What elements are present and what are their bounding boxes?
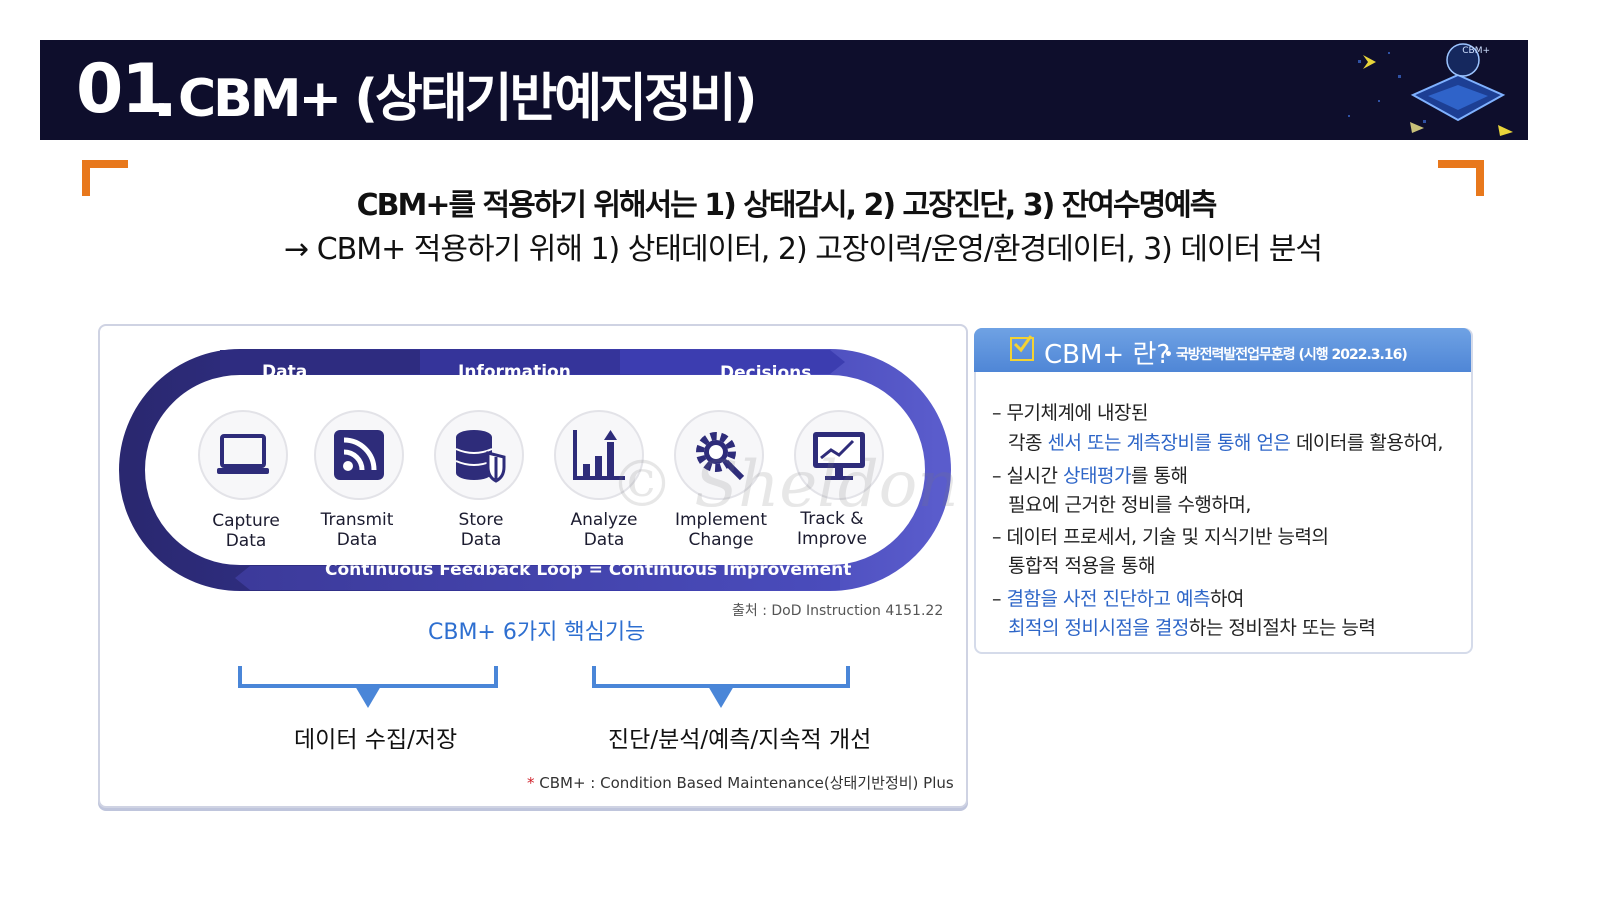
source-citation: 출처 : DoD Instruction 4151.22: [732, 603, 944, 619]
page-title: CBM+ (상태기반예지정비): [178, 69, 757, 129]
watermark: © Sheldon: [610, 448, 959, 522]
arrow-label-decisions: Decisions: [720, 363, 812, 383]
step-track-improve: Track &Improve: [797, 509, 867, 549]
checkbox-icon: [1010, 335, 1034, 361]
arrow-information: [420, 350, 645, 374]
arrow-decisions: [620, 350, 845, 374]
footnote: * CBM+ : Condition Based Maintenance(상태기…: [527, 774, 954, 792]
definition-line-6: 통합적 적용을 통해: [1008, 555, 1155, 577]
definition-line-2: 각종 센서 또는 계측장비를 통해 얻은 데이터를 활용하여,: [1008, 432, 1443, 454]
definition-line-5: – 데이터 프로세서, 기술 및 지식기반 능력의: [992, 526, 1329, 548]
section-number-dot: .: [152, 54, 178, 133]
feedback-loop-diagram: [119, 349, 951, 591]
definition-line-4: 필요에 근거한 정비를 수행하며,: [1008, 494, 1251, 516]
database-shield-icon: [434, 410, 524, 500]
laptop-icon: [198, 410, 288, 500]
subtitle-line-2: → CBM+ 적용하기 위해 1) 상태데이터, 2) 고장이력/운영/환경데이…: [284, 232, 1323, 267]
definition-source: • 국방전력발전업무훈령 (시행 2022.3.16): [1164, 347, 1408, 363]
group-label-diagnose: 진단/분석/예측/지속적 개선: [608, 727, 872, 753]
rss-icon: [314, 410, 404, 500]
group-brackets: [238, 666, 850, 708]
header-badge: CBM+: [1462, 46, 1490, 56]
corner-bracket-right: [1438, 160, 1484, 196]
definition-line-7: – 결함을 사전 진단하고 예측하여: [992, 588, 1244, 610]
group-label-collect: 데이터 수집/저장: [294, 727, 458, 753]
subtitle-line-1: CBM+를 적용하기 위해서는 1) 상태감시, 2) 고장진단, 3) 잔여수…: [356, 188, 1218, 223]
definition-box: [974, 328, 1473, 654]
gear-search-icon: [674, 410, 764, 500]
definition-line-3: – 실시간 상태평가를 통해: [992, 465, 1188, 487]
corner-bracket-left: [82, 160, 128, 196]
arrow-label-feedback: Continuous Feedback Loop = Continuous Im…: [325, 560, 852, 580]
cbm-illustration-icon: [1328, 40, 1528, 140]
definition-line-1: – 무기체계에 내장된: [992, 402, 1148, 424]
definition-line-8: 최적의 정비시점을 결정하는 정비절차 또는 능력: [1008, 617, 1376, 639]
core-functions-title: CBM+ 6가지 핵심기능: [428, 620, 646, 645]
definition-title: CBM+ 란?: [1044, 340, 1171, 370]
definition-box-header: [974, 328, 1471, 372]
arrow-feedback: [235, 566, 840, 590]
arrow-label-information: Information: [458, 362, 571, 382]
bar-chart-icon: [554, 410, 644, 500]
section-number: 01: [76, 50, 169, 129]
arrow-data: [220, 350, 445, 374]
monitor-chart-icon: [794, 410, 884, 500]
arrow-label-data: Data: [262, 362, 308, 382]
header-bar: 01 . CBM+ (상태기반예지정비) CBM+: [40, 40, 1528, 140]
